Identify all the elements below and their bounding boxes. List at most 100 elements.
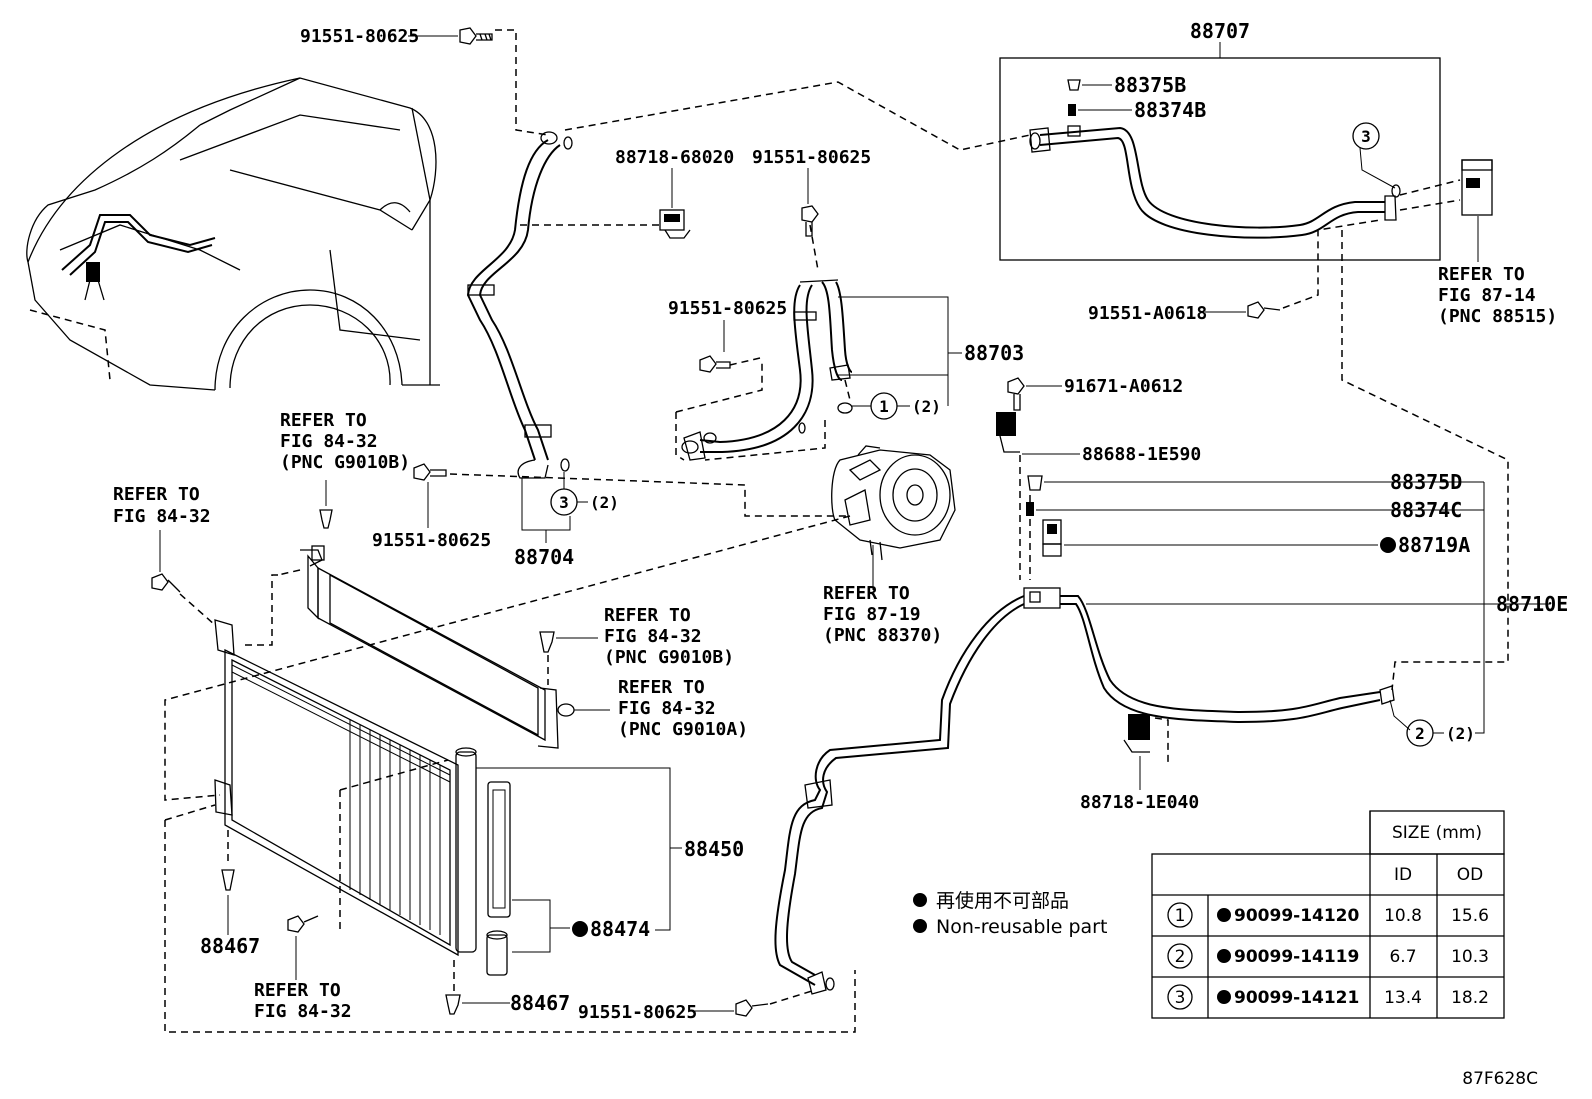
svg-text:3: 3 — [1175, 988, 1186, 1008]
label-88374B: 88374B — [1134, 98, 1206, 122]
bolt-91671-A0612 — [1007, 377, 1025, 411]
cap-88375D — [1027, 475, 1043, 491]
label-88710E: 88710E — [1496, 592, 1568, 616]
cap-88375B — [1067, 79, 1081, 91]
hose-88704 — [466, 131, 573, 479]
svg-text:FIG 84-32: FIG 84-32 — [618, 698, 716, 719]
bolt-refer-84-32-left — [151, 573, 181, 593]
clip-refer-g9010a — [557, 703, 575, 717]
qty-2-a: (2) — [912, 397, 941, 416]
svg-text:(PNC G9010B): (PNC G9010B) — [280, 452, 410, 473]
bolt-91551-A0618 — [1247, 301, 1281, 319]
label-91551-80625-lower: 91551-80625 — [372, 530, 491, 551]
clip-88467-b — [445, 994, 461, 1015]
legend-dot-2 — [913, 919, 927, 933]
svg-text:FIG 84-32: FIG 84-32 — [280, 431, 378, 452]
refer-fig-84-32-g9010a: REFER TO FIG 84-32 (PNC G9010A) — [618, 677, 748, 740]
oring-callout-3b: 3 — [1352, 122, 1396, 189]
svg-text:FIG 84-32: FIG 84-32 — [113, 506, 211, 527]
bolt-91551-80625-lower — [413, 463, 447, 481]
svg-text:(PNC G9010B): (PNC G9010B) — [604, 647, 734, 668]
label-88374C: 88374C — [1390, 498, 1462, 522]
svg-text:FIG 84-32: FIG 84-32 — [604, 626, 702, 647]
svg-text:13.4: 13.4 — [1384, 988, 1422, 1008]
label-91551-A0618: 91551-A0618 — [1088, 303, 1207, 324]
table-row: 2 90099-14119 6.7 10.3 — [1167, 943, 1489, 969]
refer-fig-84-32-bottom: REFER TO FIG 84-32 — [254, 980, 352, 1022]
non-reusable-dot-88474 — [572, 921, 588, 937]
svg-text:REFER TO: REFER TO — [1438, 264, 1525, 285]
oring-size-table: SIZE (mm) ID OD 1 90099-14120 10.8 15.6 … — [1151, 810, 1505, 1019]
label-91551-80625-top: 91551-80625 — [300, 26, 419, 47]
table-row: 1 90099-14120 10.8 15.6 — [1167, 902, 1489, 928]
label-88375B: 88375B — [1114, 73, 1186, 97]
condenser — [214, 545, 559, 976]
svg-text:90099-14120: 90099-14120 — [1234, 906, 1360, 926]
svg-text:2: 2 — [1175, 947, 1186, 967]
bolt-91551-80625-mid — [801, 205, 819, 237]
svg-text:90099-14119: 90099-14119 — [1234, 947, 1359, 967]
clip-88467-a — [221, 869, 235, 891]
bracket-88688-1E590 — [996, 412, 1020, 453]
svg-text:(PNC G9010A): (PNC G9010A) — [618, 719, 748, 740]
svg-text:FIG 84-32: FIG 84-32 — [254, 1001, 352, 1022]
svg-text:10.3: 10.3 — [1451, 947, 1489, 967]
qty-2-b: (2) — [590, 493, 619, 512]
clip-refer-g9010b-left — [319, 509, 333, 529]
diagram-code: 87F628C — [1462, 1069, 1538, 1089]
label-88375D: 88375D — [1390, 470, 1462, 494]
label-91551-80625-left: 91551-80625 — [668, 298, 787, 319]
clamp-88718-1E040 — [1123, 714, 1150, 753]
oring-callout-1: 1 (2) — [852, 392, 941, 420]
qty-2-c: (2) — [1446, 724, 1475, 743]
core-88374B — [1068, 104, 1076, 116]
svg-text:1: 1 — [1175, 906, 1186, 926]
label-88467-a: 88467 — [200, 934, 260, 958]
pipe-88710E — [774, 587, 1395, 995]
table-header-od: OD — [1457, 865, 1483, 885]
bolt-91551-80625-bottom — [735, 999, 769, 1017]
svg-text:10.8: 10.8 — [1384, 906, 1422, 926]
vehicle-illustration — [26, 77, 440, 391]
oring-callout-2: 2 (2) — [1389, 699, 1475, 747]
legend: 再使用不可部品 Non-reusable part — [913, 890, 1107, 938]
svg-text:18.2: 18.2 — [1451, 988, 1489, 1008]
label-88704: 88704 — [514, 545, 574, 569]
refer-fig-87-19: REFER TO FIG 87-19 (PNC 88370) — [823, 583, 942, 646]
svg-text:(PNC 88515): (PNC 88515) — [1438, 306, 1557, 327]
legend-line-2: Non-reusable part — [936, 916, 1107, 938]
bolt-refer-84-32-bottom — [287, 915, 319, 933]
refer-fig-84-32-g9010b-right: REFER TO FIG 84-32 (PNC G9010B) — [604, 605, 734, 668]
label-88718-68020: 88718-68020 — [615, 147, 734, 168]
svg-text:REFER TO: REFER TO — [113, 484, 200, 505]
label-88719A: 88719A — [1398, 533, 1470, 557]
table-header-size: SIZE (mm) — [1392, 823, 1482, 843]
refer-fig-84-32-g9010b-left: REFER TO FIG 84-32 (PNC G9010B) — [280, 410, 410, 473]
circle-1-text: 1 — [879, 397, 889, 416]
clamp-88718-68020 — [659, 209, 691, 239]
svg-text:FIG 87-14: FIG 87-14 — [1438, 285, 1536, 306]
label-88474: 88474 — [590, 917, 650, 941]
table-row: 3 90099-14121 13.4 18.2 — [1167, 984, 1489, 1010]
label-88450: 88450 — [684, 837, 744, 861]
clip-refer-g9010b-right — [539, 631, 555, 653]
bolt-91551-80625-left — [699, 355, 731, 373]
svg-text:REFER TO: REFER TO — [254, 980, 341, 1001]
label-88703: 88703 — [964, 341, 1024, 365]
label-91671-A0612: 91671-A0612 — [1064, 376, 1183, 397]
hose-88703 — [681, 279, 853, 461]
circle-3b-text: 3 — [1361, 127, 1371, 146]
svg-text:(PNC 88370): (PNC 88370) — [823, 625, 942, 646]
bolt-91551-80625-top — [459, 27, 493, 45]
oring-callout-3a: 3 (2) — [550, 472, 619, 516]
circle-2-text: 2 — [1415, 724, 1425, 743]
refer-fig-87-14: REFER TO FIG 87-14 (PNC 88515) — [1438, 264, 1557, 327]
svg-text:REFER TO: REFER TO — [604, 605, 691, 626]
svg-text:15.6: 15.6 — [1451, 906, 1489, 926]
svg-text:FIG 87-19: FIG 87-19 — [823, 604, 921, 625]
compressor — [831, 445, 956, 561]
non-reusable-dot-88719A — [1380, 537, 1396, 553]
label-88707: 88707 — [1190, 19, 1250, 43]
label-88688-1E590: 88688-1E590 — [1082, 444, 1201, 465]
